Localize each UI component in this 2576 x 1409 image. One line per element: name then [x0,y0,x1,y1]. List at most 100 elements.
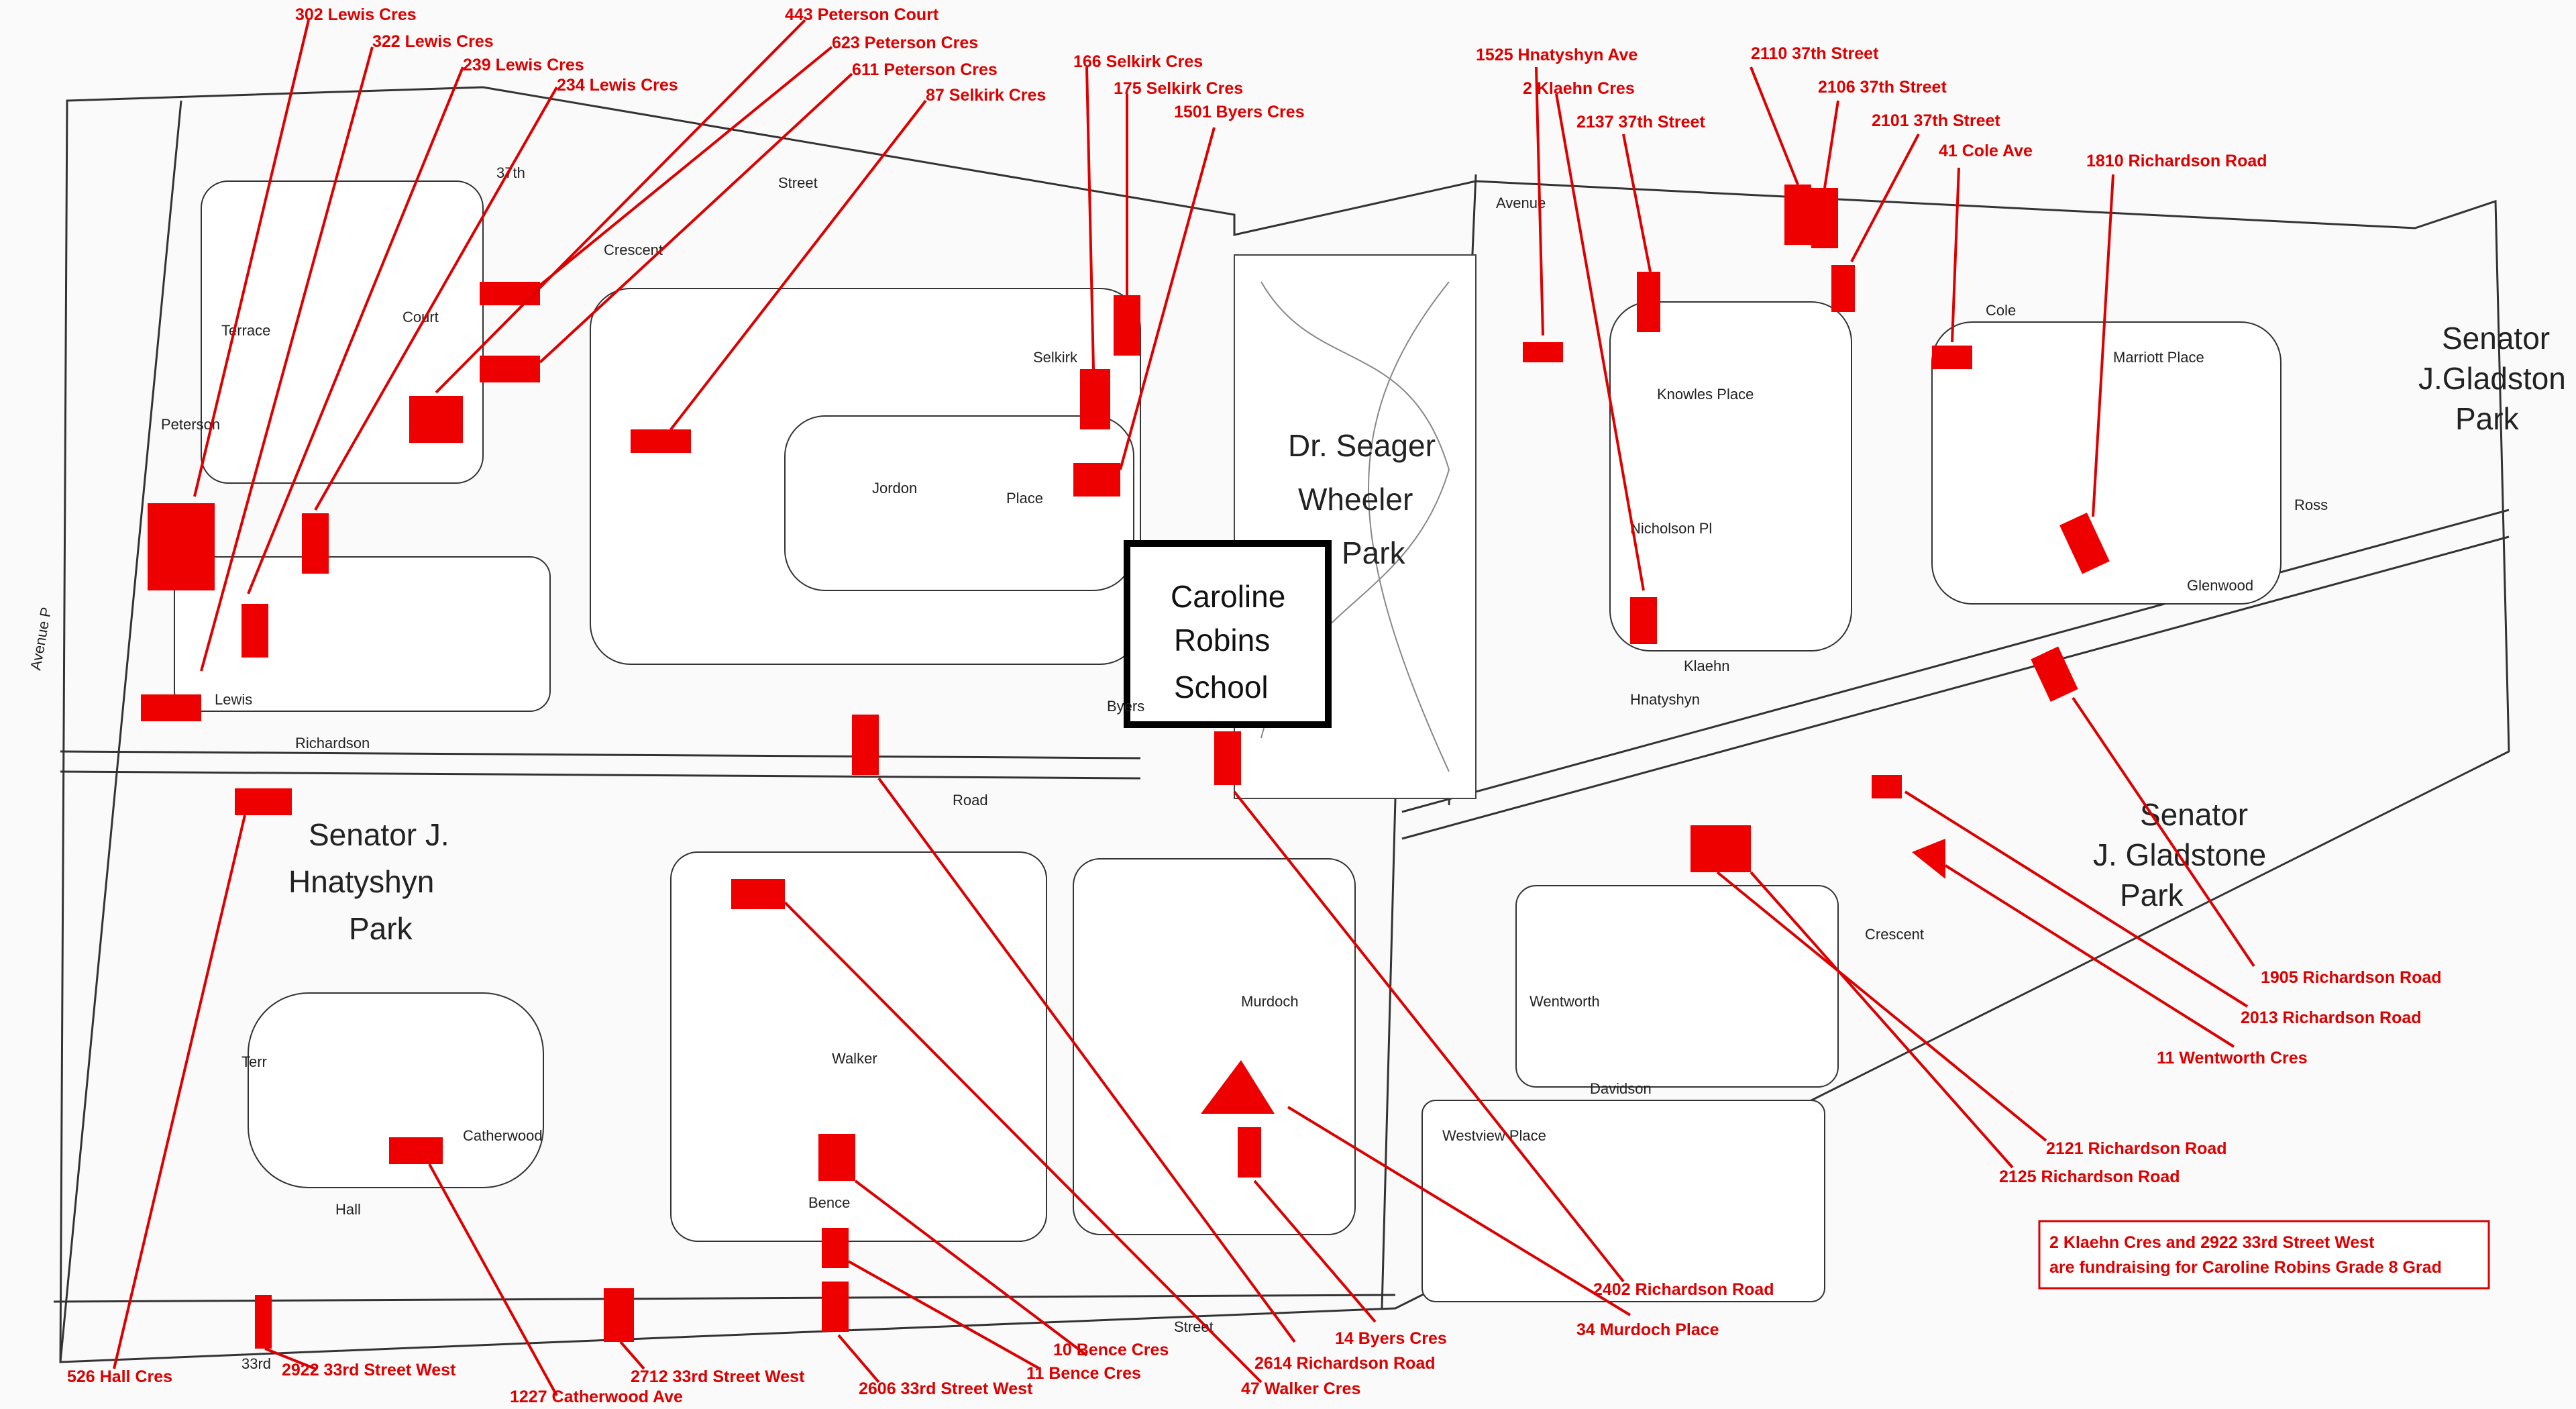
arrow-443-peterson-court [435,19,806,394]
lewis-block [174,556,551,712]
address-label: 443 Peterson Court [785,5,939,24]
street-label-lewis: Lewis [215,691,252,708]
lot-2402-richardson [1214,731,1241,785]
arrow-322-lewis [200,46,374,672]
arrow-1525-hnatyshyn [1535,66,1544,336]
arrow-302-lewis [193,19,310,497]
address-label: 2106 37th Street [1818,78,1947,97]
richardson-road-line-2 [60,770,1141,780]
lot-322-lewis [141,694,201,721]
street-label-glenwood: Glenwood [2187,577,2253,594]
fundraising-note-line2: are fundraising for Caroline Robins Grad… [2049,1258,2442,1277]
address-label: 10 Bence Cres [1053,1341,1169,1359]
address-label: 1227 Catherwood Ave [510,1388,683,1406]
lot-623-peterson [480,282,540,305]
arrow-2614-richardson [877,777,1296,1343]
address-label: 2922 33rd Street West [282,1361,456,1379]
street-label-terr: Terr [241,1053,267,1070]
street-label-bence: Bence [808,1194,850,1211]
lot-1525-hnatyshyn [1523,342,1563,362]
lot-1227-catherwood [389,1137,443,1164]
lot-2606-33rd [822,1282,849,1332]
33rd-street-line [53,1294,1396,1303]
school-label-2: Robins [1174,623,1270,658]
lot-41-cole [1932,346,1972,369]
lot-2101-37th [1831,265,1855,312]
street-label-cole: Cole [1986,302,2016,319]
arrow-611-peterson [539,72,853,364]
richardson-road-line [60,750,1141,760]
address-label: 166 Selkirk Cres [1073,52,1203,71]
lot-2137-37th [1637,272,1660,332]
lot-611-peterson [480,356,540,382]
address-label: 302 Lewis Cres [295,5,417,24]
arrow-526-hall [113,815,246,1369]
lot-302-lewis [148,503,215,590]
murdoch-block [1073,858,1356,1235]
address-label: 87 Selkirk Cres [926,86,1046,105]
arrow-1810-richardson [2092,174,2114,517]
address-label: 322 Lewis Cres [372,32,494,51]
school-label-3: School [1174,670,1269,704]
street-label-marriott-place: Marriott Place [2113,349,2204,366]
park-label-gladston-1: Senator [2442,321,2550,356]
park-label-gladston-3: Park [2455,401,2520,436]
address-label: 41 Cole Ave [1939,142,2033,160]
street-label-klaehn: Klaehn [1684,658,1730,674]
arrow-234-lewis [314,87,558,511]
arrow-166-selkirk [1085,66,1095,370]
street-label-ross: Ross [2294,497,2328,513]
address-label: 1501 Byers Cres [1174,103,1305,121]
lot-2121-richardson [1690,825,1721,872]
street-label-street: Street [778,174,818,191]
fundraising-note-line1: 2 Klaehn Cres and 2922 33rd Street West [2049,1233,2375,1252]
address-label: 2101 37th Street [1872,111,2000,130]
lot-2614-richardson [852,715,879,775]
street-label-place: Place [1006,490,1043,507]
street-label-walker: Walker [832,1050,877,1067]
street-label-knowles-place: Knowles Place [1657,386,1754,403]
street-label-hnatyshyn: Hnatyshyn [1630,691,1700,708]
knowles-block [1609,301,1852,651]
park-label-seager-2: Wheeler [1298,482,1413,517]
lot-11-bence [822,1228,849,1268]
address-label: 2013 Richardson Road [2241,1008,2422,1027]
street-label-terrace: Terrace [221,322,270,339]
street-label-crescent: Crescent [604,242,663,258]
richardson-road-east-line-2 [1401,535,2510,840]
address-label: 611 Peterson Cres [852,60,998,79]
park-label-hnatyshyn-1: Senator J. [309,817,449,852]
address-label: 239 Lewis Cres [463,56,584,74]
arrow-2101-37th [1850,134,1920,262]
lot-34-murdoch [1201,1060,1275,1114]
street-label-murdoch: Murdoch [1241,993,1299,1010]
street-label-33rd: 33rd [241,1355,271,1372]
arrow-87-selkirk [669,99,927,431]
lot-166-selkirk [1080,369,1110,429]
street-label-wentworth: Wentworth [1529,993,1600,1010]
lot-526-hall [235,788,292,815]
arrow-14-byers [1253,1180,1377,1323]
lot-11-wentworth [1912,839,1945,879]
avenue-p-line [59,100,182,1363]
arrow-2402-richardson [1233,790,1625,1283]
street-label-jordon: Jordon [872,480,917,497]
arrow-1227-catherwood [428,1163,558,1396]
terrace-block [248,992,544,1188]
address-label: 2110 37th Street [1751,44,1879,63]
street-label-avenue-p: Avenue P [27,606,54,672]
lot-2106-37th [1811,188,1838,248]
lot-234-lewis [302,513,329,574]
address-label: 2137 37th Street [1576,113,1705,132]
address-label: 2712 33rd Street West [631,1367,805,1386]
arrow-2-klaehn [1555,93,1645,591]
lot-443-peterson-court [409,396,463,443]
arrow-2121-richardson [1716,871,2047,1142]
park-label-gladstone-3: Park [2120,878,2184,912]
arrow-1501-byers [1119,127,1216,470]
address-label: 2125 Richardson Road [1999,1167,2180,1186]
address-label: 1525 Hnatyshyn Ave [1476,46,1638,64]
lot-1810-richardson [2059,513,2110,574]
park-label-hnatyshyn-2: Hnatyshyn [288,864,434,899]
neighbourhood-boundary [59,86,2510,1363]
